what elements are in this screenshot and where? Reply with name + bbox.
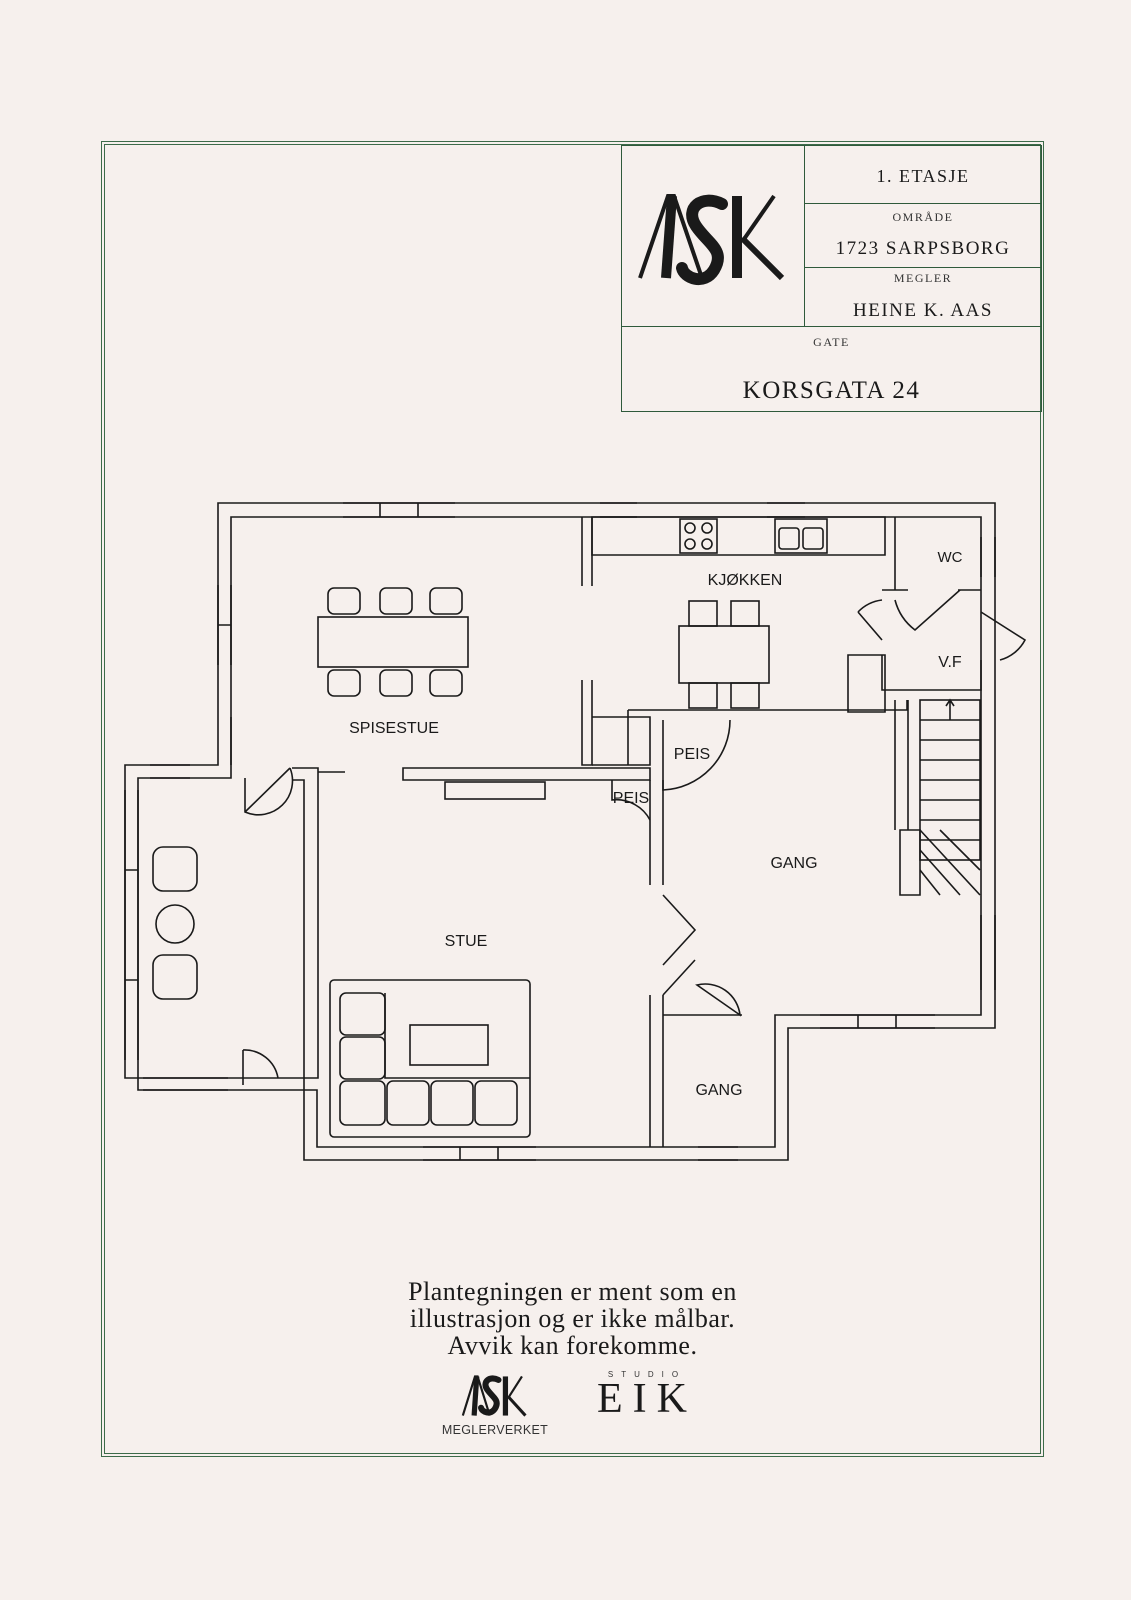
room-label-wc: WC bbox=[938, 549, 963, 566]
ask-meglerverket-logo: MEGLERVERKET bbox=[430, 1372, 560, 1437]
room-label-spisestue: SPISESTUE bbox=[349, 720, 439, 737]
title-block-street-cell: GATE KORSGATA 24 bbox=[621, 326, 1042, 412]
disclaimer-line-1: Plantegningen er ment som en bbox=[408, 1277, 737, 1306]
street-caption: GATE bbox=[813, 335, 850, 349]
studio-label: STUDIO bbox=[607, 1370, 687, 1379]
disclaimer-line-2: illustrasjon og er ikke målbar. bbox=[409, 1304, 736, 1333]
eik-label: EIK bbox=[597, 1376, 697, 1422]
ask-small-logo bbox=[461, 1375, 527, 1417]
studio-eik-logo: STUDIO EIK bbox=[592, 1370, 702, 1422]
room-label-peis-2: PEIS bbox=[613, 790, 649, 807]
disclaimer: Plantegningen er ment som en illustrasjo… bbox=[300, 1278, 845, 1359]
agent-caption: MEGLER bbox=[893, 271, 953, 285]
room-label-gang-1: GANG bbox=[770, 855, 817, 872]
page-frame bbox=[101, 141, 1044, 1457]
area-caption: OMRÅDE bbox=[892, 210, 954, 224]
room-label-kjokken: KJØKKEN bbox=[708, 572, 783, 589]
meglerverket-label: MEGLERVERKET bbox=[441, 1423, 549, 1437]
room-label-vf: V.F bbox=[938, 654, 962, 671]
area-value: 1723 SARPSBORG bbox=[835, 238, 1011, 259]
disclaimer-line-3: Avvik kan forekomme. bbox=[447, 1331, 698, 1360]
room-label-stue: STUE bbox=[445, 933, 488, 950]
floor-label: 1. ETASJE bbox=[876, 166, 970, 186]
street-name: KORSGATA 24 bbox=[742, 377, 921, 404]
ask-logo bbox=[638, 194, 785, 286]
title-block-area-cell: OMRÅDE 1723 SARPSBORG bbox=[804, 203, 1042, 268]
room-label-peis-1: PEIS bbox=[674, 746, 710, 763]
agent-name: HEINE K. AAS bbox=[853, 300, 993, 321]
room-label-gang-2: GANG bbox=[695, 1082, 742, 1099]
